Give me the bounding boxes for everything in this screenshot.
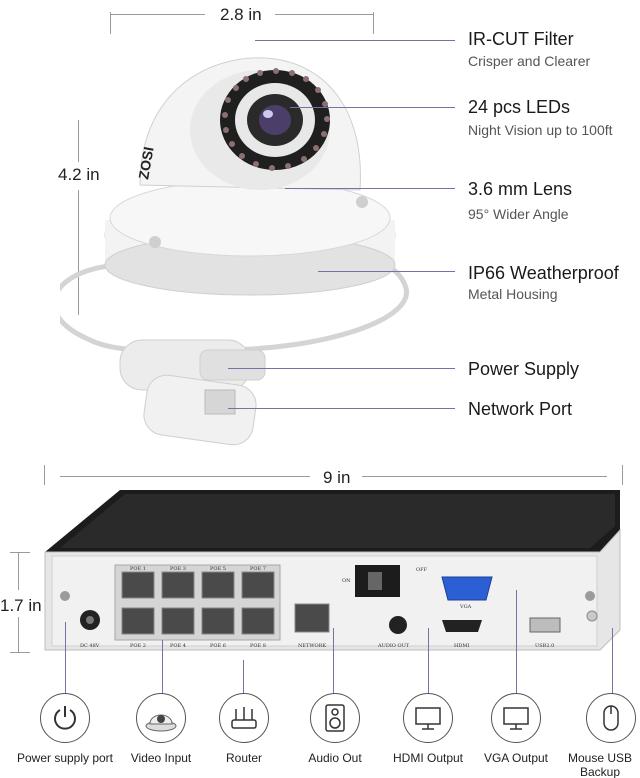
poe-6-label: POE 6 [210,643,226,649]
connection-label-video: Video Input [130,751,192,765]
camera-width-line [110,14,205,15]
line-hdmi [428,628,429,695]
nvr-dc-label: DC 48V [80,643,100,649]
pointer-network [228,408,455,409]
feature-weatherproof-subtitle: Metal Housing [468,286,558,302]
line-vga [516,590,517,695]
feature-ir-cut-title: IR-CUT Filter [468,29,574,49]
dome-camera-image: ZOSI [60,57,409,446]
poe-bottom-labels: POE 2 POE 4 POE 6 POE 8 [130,643,266,649]
router-icon [219,693,269,743]
connection-label-vga: VGA Output [483,751,549,765]
feature-leds-subtitle: Night Vision up to 100ft [468,122,613,138]
nvr-width-line-left [44,465,45,485]
poe-2-label: POE 2 [130,643,146,649]
feature-lens-title: 3.6 mm Lens [468,179,573,199]
nvr-vga-label: VGA [459,604,472,610]
pointer-leds [290,107,455,108]
poe-7-label: POE 7 [250,566,266,572]
nvr-on-label: ON [342,578,351,584]
camera-height-line-bottom [78,190,79,315]
camera-width-line-right [373,12,374,34]
nvr-hdmi-label: HDMI [454,643,469,649]
vga-monitor-icon [491,693,541,743]
power-icon [40,693,90,743]
poe-4-label: POE 4 [170,643,186,649]
camera-brand: ZOSI [135,146,156,181]
nvr-width-label: 9 in [323,468,351,487]
feature-power-title: Power Supply [468,359,580,379]
nvr-height-line-bottom [10,652,30,653]
poe-1-label: POE 1 [130,566,146,572]
feature-lens-subtitle: 95° Wider Angle [468,206,569,222]
pointer-weatherproof [318,271,455,272]
pointer-power [228,368,455,369]
mouse-icon [586,693,636,743]
poe-top-labels: POE 1 POE 3 POE 5 POE 7 [130,566,266,572]
line-power [65,622,66,695]
line-usb [612,628,613,695]
nvr-audio-label: AUDIO OUT [377,643,410,649]
hdmi-monitor-icon [403,693,453,743]
nvr-width-line [60,476,310,477]
connection-label-router: Router [225,751,263,765]
nvr-height-line [18,552,19,590]
feature-network-title: Network Port [468,399,573,419]
poe-3-label: POE 3 [170,566,186,572]
line-video [162,640,163,695]
pointer-lens [285,188,455,189]
camera-icon [136,693,186,743]
poe-8-label: POE 8 [250,643,266,649]
camera-width-label: 2.8 in [220,5,262,24]
connection-label-power: Power supply port [16,751,114,765]
line-audio [333,628,334,695]
speaker-icon [310,693,360,743]
pointer-ir-cut [255,40,455,41]
nvr-height-line-2 [18,617,19,652]
camera-height-label: 4.2 in [58,165,100,184]
camera-width-line-2 [275,14,373,15]
line-router [243,660,244,695]
nvr-device-image: DC 48V POE 1 POE 3 POE 5 POE 7 POE 2 POE 4 … [44,490,621,651]
connection-label-usb: Mouse USB Backup [567,751,633,778]
camera-height-line-top [78,120,79,162]
nvr-usb-label: USB2.0 [535,643,554,649]
feature-weatherproof-title: IP66 Weatherproof [468,263,619,283]
feature-leds-title: 24 pcs LEDs [468,97,571,117]
poe-5-label: POE 5 [210,566,226,572]
nvr-width-line-right [622,465,623,485]
nvr-width-line-2 [362,476,607,477]
feature-ir-cut-subtitle: Crisper and Clearer [468,53,591,69]
nvr-height-line-top [10,552,30,553]
nvr-network-label: NETWORK [298,643,326,649]
connection-label-audio: Audio Out [308,751,362,765]
nvr-height-label: 1.7 in [0,596,42,615]
camera-width-line-left [110,12,111,34]
connection-label-hdmi: HDMI Output [392,751,464,765]
nvr-off-label: OFF [416,567,428,573]
